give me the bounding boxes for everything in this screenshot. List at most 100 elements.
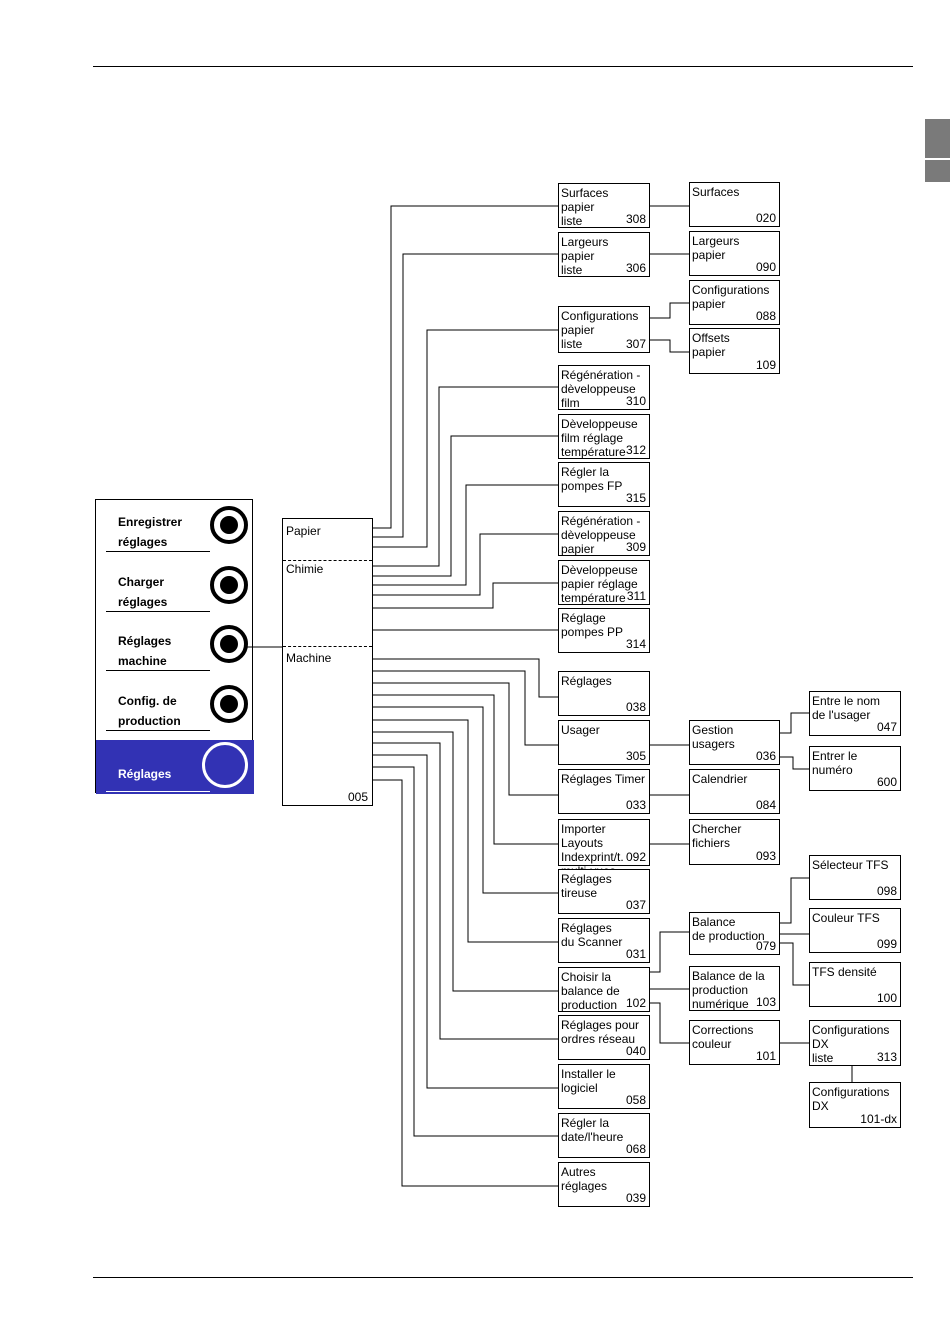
selector-knob-icon[interactable] bbox=[210, 506, 248, 544]
node-label: Configurations DX bbox=[812, 1085, 890, 1113]
node-number: 037 bbox=[625, 898, 646, 912]
node-label: Offsets papier bbox=[692, 331, 730, 359]
node-number: 103 bbox=[755, 995, 776, 1009]
footer-rule bbox=[93, 1277, 913, 1278]
header-rule bbox=[93, 66, 913, 67]
connector-line bbox=[373, 766, 558, 1137]
section-tab-upper bbox=[925, 119, 950, 158]
node-number: 090 bbox=[755, 260, 776, 274]
load-settings-button[interactable]: Charger réglages bbox=[96, 560, 254, 618]
node-offsets-papier[interactable]: Offsets papier 109 bbox=[689, 328, 780, 374]
section-chimie[interactable]: Chimie bbox=[286, 562, 324, 576]
connector-line bbox=[373, 386, 558, 567]
machine-settings-label: Réglages machine bbox=[118, 634, 172, 668]
button-underline bbox=[106, 791, 210, 792]
node-label: Configurations papier bbox=[692, 283, 770, 311]
node-label: Largeurs papier bbox=[692, 234, 740, 262]
node-label: Réglages du Scanner bbox=[561, 921, 623, 949]
connector-line bbox=[373, 682, 558, 796]
section-divider bbox=[283, 560, 372, 561]
machine-menu-box: Papier Chimie Machine 005 bbox=[282, 518, 373, 806]
node-number: 101-dx bbox=[860, 1112, 897, 1126]
node-number: 313 bbox=[876, 1050, 897, 1064]
node-largeurs-papier[interactable]: Largeurs papier 090 bbox=[689, 231, 780, 276]
node-number: 036 bbox=[755, 749, 776, 763]
node-number: 100 bbox=[876, 991, 897, 1005]
selector-knob-icon[interactable] bbox=[210, 566, 248, 604]
node-reglages-timer[interactable]: Réglages Timer 033 bbox=[558, 769, 650, 814]
selector-knob-icon[interactable] bbox=[210, 685, 248, 723]
connector-line bbox=[373, 706, 558, 894]
node-label: Couleur TFS bbox=[812, 911, 880, 925]
node-couleur-tfs[interactable]: Couleur TFS 099 bbox=[809, 908, 901, 953]
connector-line bbox=[780, 877, 809, 924]
connector-line bbox=[373, 694, 558, 845]
connector-line bbox=[373, 719, 558, 943]
section-machine[interactable]: Machine bbox=[286, 651, 332, 665]
node-number: 098 bbox=[876, 884, 897, 898]
node-reglages-tireuse[interactable]: Réglages tireuse 037 bbox=[558, 869, 650, 914]
node-number: 305 bbox=[625, 749, 646, 763]
connector-line bbox=[373, 484, 558, 586]
node-importer-layouts[interactable]: Importer Layouts Indexprint/t. multi-vue… bbox=[558, 819, 650, 878]
node-number: 102 bbox=[625, 996, 646, 1010]
node-number: 311 bbox=[626, 589, 646, 603]
section-papier[interactable]: Papier bbox=[286, 524, 321, 538]
node-label: Régler la pompes FP bbox=[561, 465, 623, 493]
node-number: 314 bbox=[625, 637, 646, 651]
selector-knob-icon[interactable] bbox=[210, 625, 248, 663]
settings-button-active[interactable]: Réglages bbox=[96, 740, 254, 794]
connector-line bbox=[373, 779, 558, 1187]
node-number: 040 bbox=[625, 1044, 646, 1058]
connector-line bbox=[373, 435, 558, 577]
node-number: 039 bbox=[625, 1191, 646, 1205]
node-number: 093 bbox=[755, 849, 776, 863]
production-config-button[interactable]: Config. de production bbox=[96, 679, 254, 737]
node-label: Réglages tireuse bbox=[561, 872, 612, 900]
node-number: 099 bbox=[876, 937, 897, 951]
settings-label: Réglages bbox=[118, 767, 172, 781]
connector-line bbox=[373, 533, 558, 596]
node-label: Réglages Timer bbox=[561, 772, 646, 786]
node-number: 109 bbox=[755, 358, 776, 372]
settings-menu-panel: Enregistrer réglages Charger réglages Ré… bbox=[95, 499, 254, 794]
section-divider bbox=[283, 646, 372, 647]
machine-settings-button[interactable]: Réglages machine bbox=[96, 619, 254, 677]
node-number: 033 bbox=[625, 798, 646, 812]
save-settings-button[interactable]: Enregistrer réglages bbox=[96, 500, 254, 558]
selector-knob-icon[interactable] bbox=[202, 742, 248, 788]
node-number: 047 bbox=[876, 720, 897, 734]
connector-line bbox=[373, 205, 558, 529]
